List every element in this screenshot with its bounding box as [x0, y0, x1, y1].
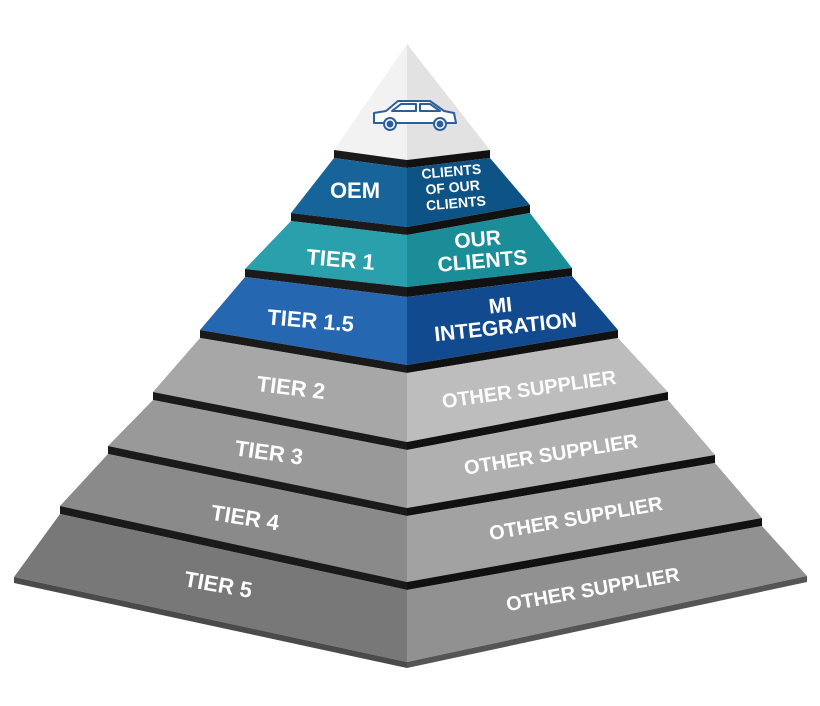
car-icon	[373, 100, 457, 131]
tier-band-3: TIER 3 OTHER SUPPLIER	[108, 400, 715, 516]
tier-band-2: TIER 2 OTHER SUPPLIER	[153, 338, 668, 450]
role-label-oem: CLIENTS OF OUR CLIENTS	[421, 160, 489, 213]
tier-band-oem: OEM CLIENTS OF OUR CLIENTS	[291, 158, 530, 235]
tier-band-4: TIER 4 OTHER SUPPLIER	[60, 454, 762, 590]
tier-band-5: TIER 5 OTHER SUPPLIER	[14, 514, 807, 668]
tier-band-1: TIER 1 OUR CLIENTS	[245, 213, 572, 297]
tier-band-1-5: TIER 1.5 MI INTEGRATION	[200, 276, 618, 373]
pyramid-apex	[334, 44, 490, 168]
tier-label-1: TIER 1	[305, 244, 375, 275]
tier-label-oem: OEM	[330, 178, 380, 203]
